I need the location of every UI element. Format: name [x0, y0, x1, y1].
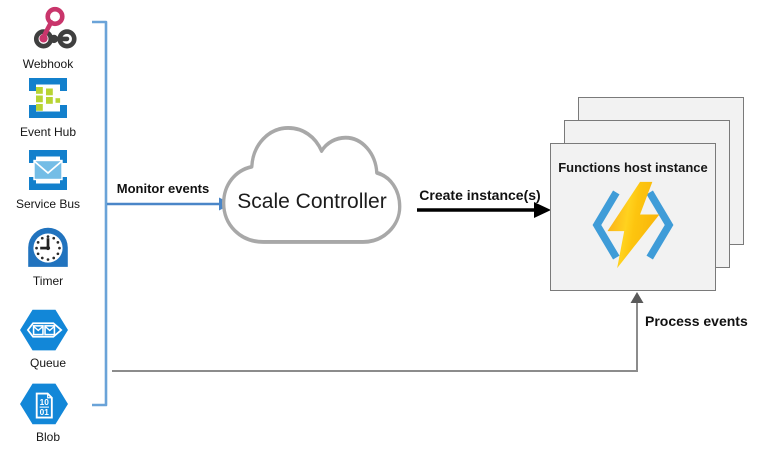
- event-source-label: Timer: [32, 274, 64, 288]
- left-angle-bracket: [592, 190, 620, 260]
- functions-host-title: Functions host instance: [558, 160, 708, 175]
- azure-functions-icon: [592, 181, 674, 269]
- event-source-service-bus: Service Bus: [0, 146, 96, 211]
- event-source-timer: Timer: [0, 221, 96, 288]
- clock-hour-dots: [35, 235, 61, 261]
- event-source-label: Service Bus: [15, 197, 81, 211]
- blob-binary-line1: 10: [40, 397, 50, 407]
- blob-binary-line2: 01: [40, 407, 50, 417]
- event-source-label: Event Hub: [19, 125, 77, 139]
- timer-icon: [28, 227, 68, 267]
- event-source-blob: 10 01 Blob: [0, 381, 96, 444]
- service-bus-icon: [29, 150, 67, 190]
- right-angle-bracket: [646, 190, 674, 260]
- event-source-label: Webhook: [22, 57, 74, 71]
- queue-icon: [20, 309, 68, 351]
- scale-controller-cloud: [222, 126, 402, 244]
- lightning-bolt: [607, 181, 660, 269]
- create-instances-label: Create instance(s): [419, 187, 541, 203]
- process-events-arrowhead: [630, 292, 644, 303]
- monitor-events-label: Monitor events: [116, 181, 210, 196]
- grouping-bracket: [92, 20, 108, 407]
- functions-host-box-front: Functions host instance: [550, 143, 716, 291]
- event-hub-icon: [29, 78, 67, 118]
- event-source-label: Blob: [35, 430, 61, 444]
- process-events-label: Process events: [645, 313, 748, 329]
- event-source-label: Queue: [29, 356, 67, 370]
- scale-controller-label: Scale Controller: [237, 190, 387, 213]
- event-source-event-hub: Event Hub: [0, 74, 96, 139]
- blob-icon: 10 01: [20, 383, 68, 425]
- process-events-connector: [112, 301, 638, 372]
- event-source-queue: Queue: [0, 307, 96, 370]
- webhook-icon: [33, 6, 77, 49]
- create-instances-arrowhead: [534, 202, 551, 218]
- event-source-webhook: Webhook: [0, 4, 96, 71]
